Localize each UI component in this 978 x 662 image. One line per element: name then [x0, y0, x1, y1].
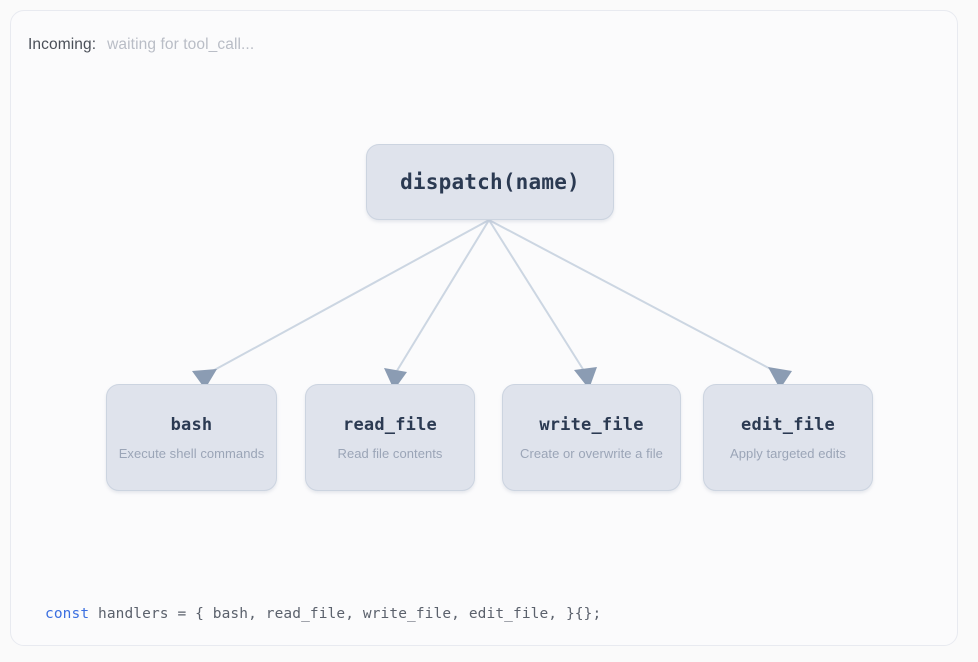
node-bash-title: bash — [170, 414, 213, 435]
node-bash[interactable]: bash Execute shell commands — [106, 384, 277, 491]
code-rest: handlers = { bash, read_file, write_file… — [89, 606, 602, 622]
status-value: waiting for tool_call... — [107, 36, 255, 53]
node-write-file-subtitle: Create or overwrite a file — [520, 445, 663, 461]
node-edit-file-title: edit_file — [741, 414, 835, 435]
status-label: Incoming: — [28, 36, 97, 53]
code-line: const handlers = { bash, read_file, writ… — [45, 606, 601, 622]
edge-layer — [192, 219, 792, 390]
node-dispatch-title: dispatch(name) — [400, 170, 580, 194]
status-bar: Incoming: waiting for tool_call... — [28, 36, 254, 54]
edge-root-to-bash — [206, 219, 490, 375]
edge-root-to-read-file — [394, 219, 490, 375]
code-keyword: const — [45, 606, 90, 622]
app-frame: Incoming: waiting for tool_call... dispa… — [10, 10, 958, 646]
node-write-file-title: write_file — [539, 414, 644, 435]
node-dispatch[interactable]: dispatch(name) — [366, 144, 614, 220]
node-read-file-subtitle: Read file contents — [337, 445, 443, 461]
node-bash-subtitle: Execute shell commands — [118, 445, 265, 461]
edge-root-to-edit-file — [488, 219, 781, 375]
dispatch-diagram: dispatch(name) bash Execute shell comman… — [11, 11, 959, 647]
edge-root-to-write-file — [488, 219, 587, 375]
node-read-file-title: read_file — [343, 414, 437, 435]
node-read-file[interactable]: read_file Read file contents — [305, 384, 475, 491]
node-write-file[interactable]: write_file Create or overwrite a file — [502, 384, 681, 491]
node-edit-file[interactable]: edit_file Apply targeted edits — [703, 384, 873, 491]
node-edit-file-subtitle: Apply targeted edits — [730, 445, 846, 461]
